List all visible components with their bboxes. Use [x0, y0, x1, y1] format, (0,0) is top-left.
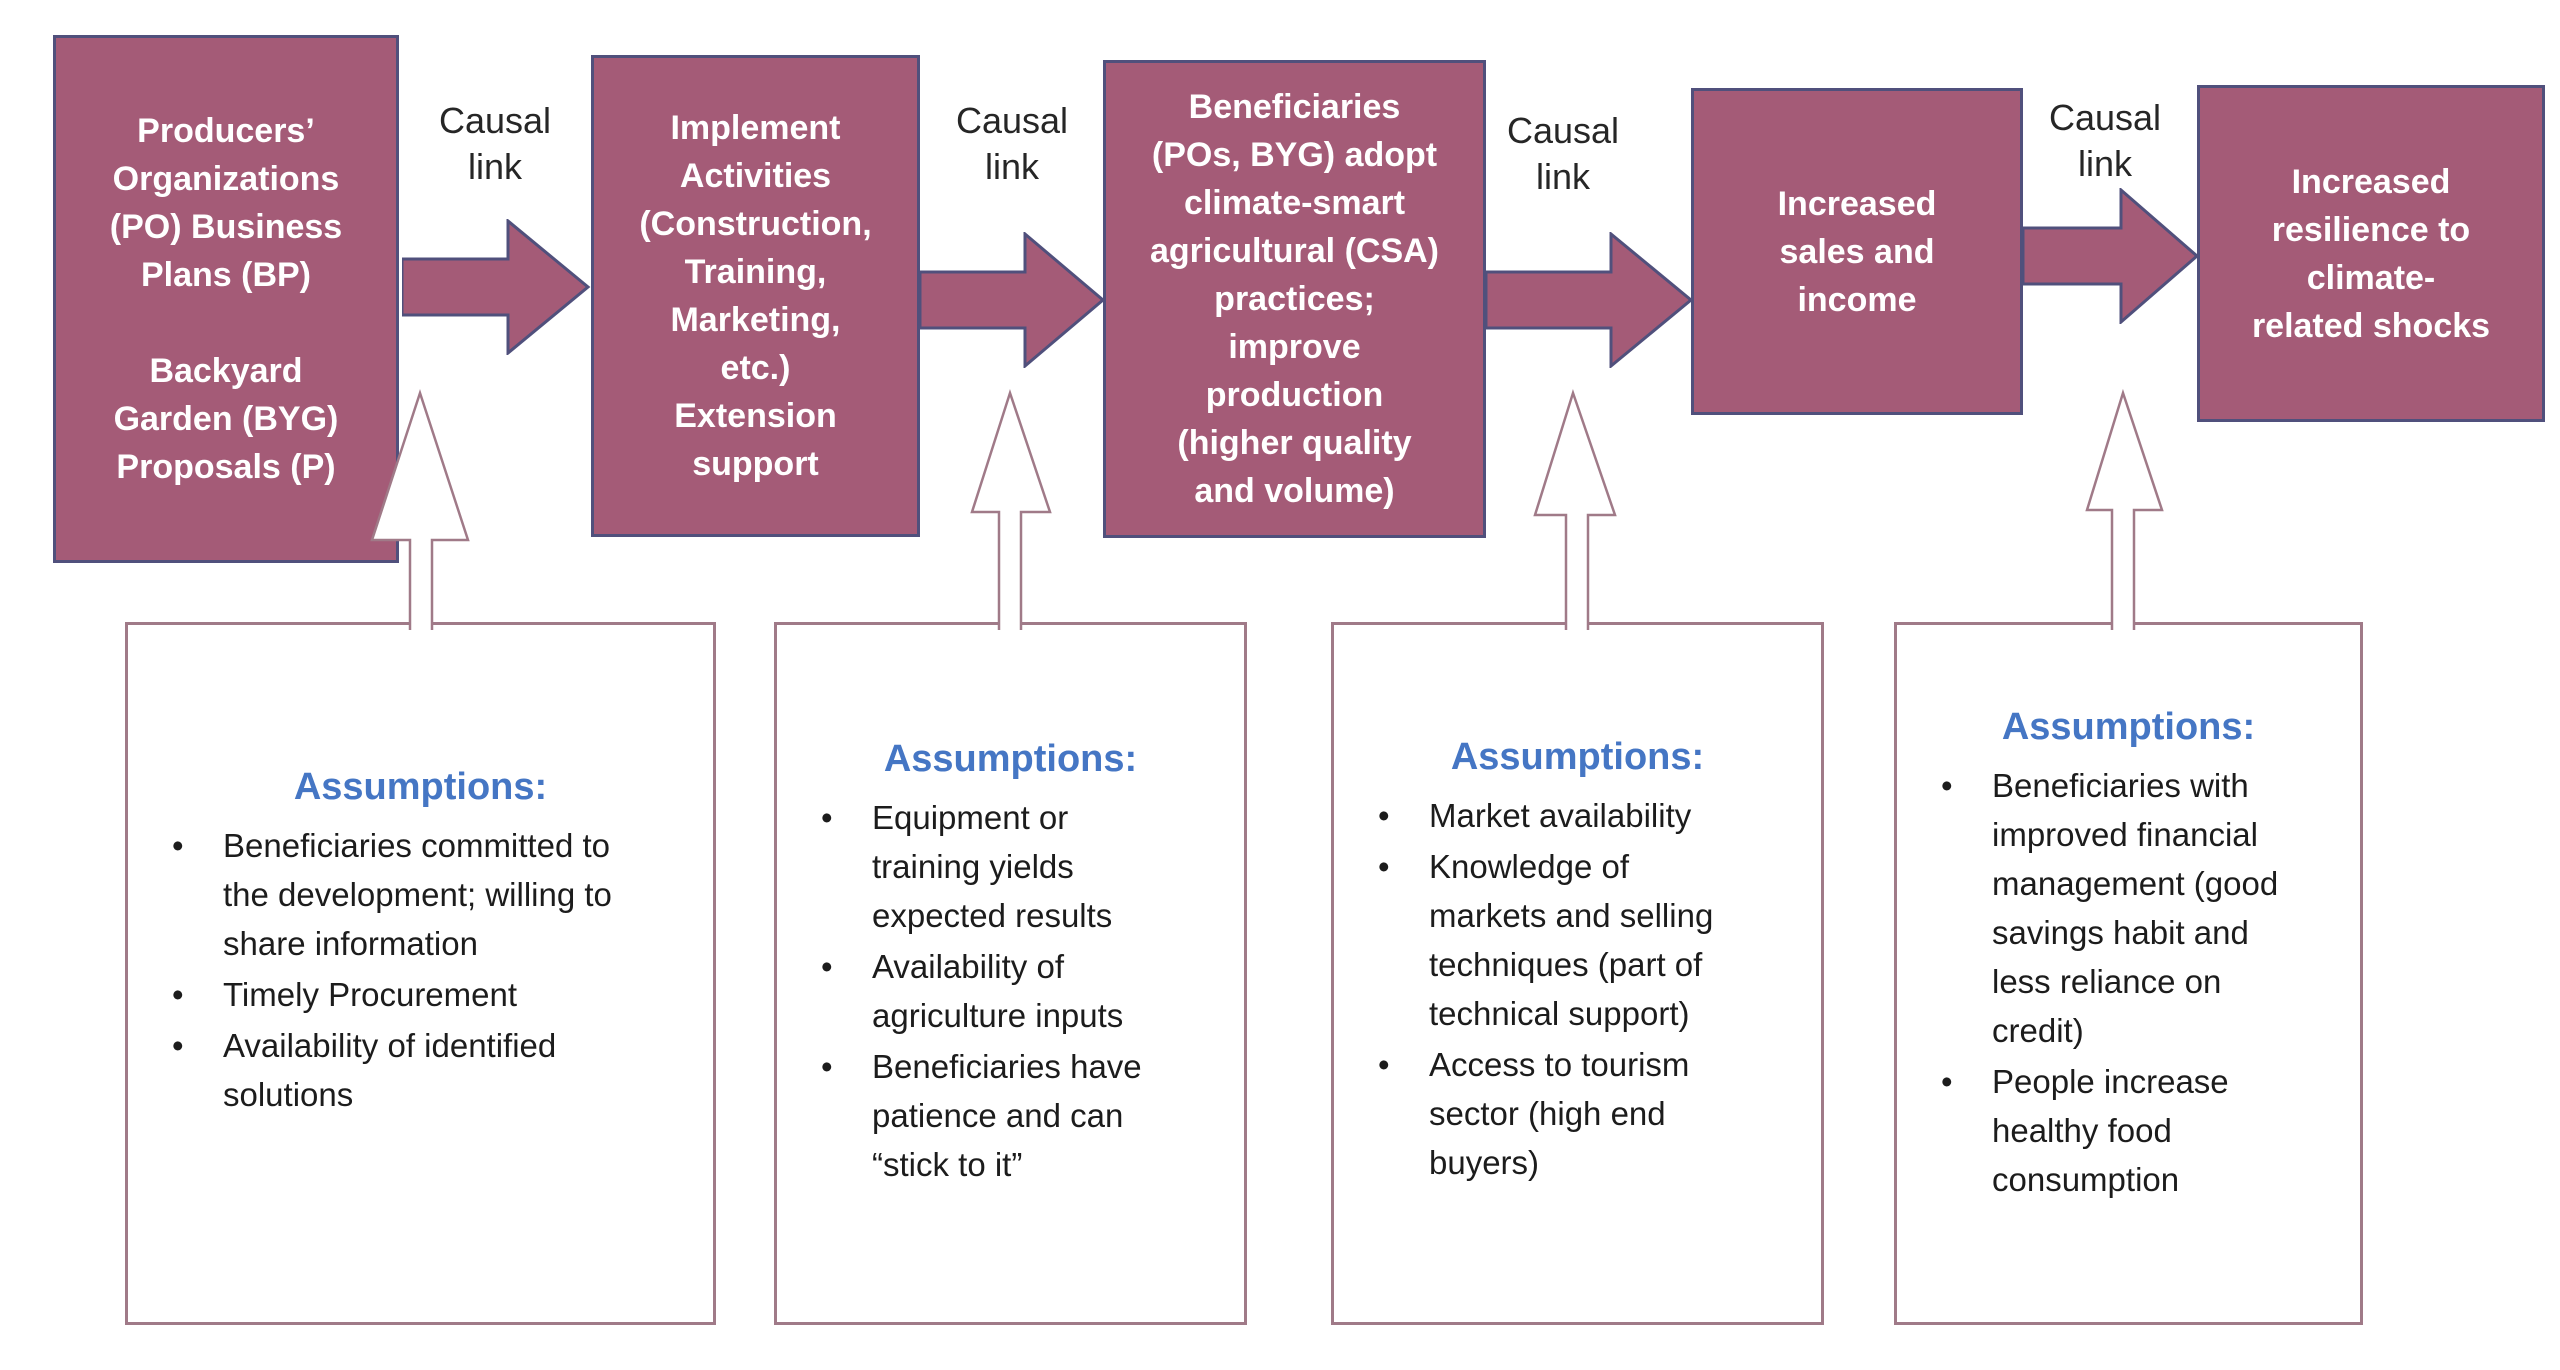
assumptions-heading: Assumptions:: [1450, 736, 1705, 778]
assumptions-heading: Assumptions:: [293, 766, 548, 808]
assumptions-list: Beneficiaries with improved financial ma…: [1897, 761, 2360, 1204]
causal-arrow-1: [402, 219, 591, 355]
causal-link-label-4: Causal link: [2048, 97, 2162, 184]
assumption-item: Access to tourism sector (high end buyer…: [1374, 1040, 1751, 1187]
assumptions-list: Market availabilityKnowledge of markets …: [1334, 791, 1821, 1187]
assumption-item: Knowledge of markets and selling techniq…: [1374, 842, 1751, 1038]
causal-arrow-3: [1486, 232, 1694, 368]
assumptions-box-3: Assumptions: Market availabilityKnowledg…: [1331, 622, 1824, 1325]
assumptions-box-2: Assumptions: Equipment or training yield…: [774, 622, 1247, 1325]
assumptions-list: Equipment or training yields expected re…: [777, 793, 1244, 1189]
causal-arrow-4: [2023, 188, 2200, 324]
assumptions-list: Beneficiaries committed to the developme…: [128, 821, 713, 1119]
causal-link-label-1: Causal link: [438, 100, 552, 187]
causal-arrow-2: [920, 232, 1106, 368]
assumption-item: Availability of agriculture inputs: [817, 942, 1149, 1040]
assumptions-box-4: Assumptions: Beneficiaries with improved…: [1894, 622, 2363, 1325]
assumptions-heading: Assumptions:: [2001, 706, 2256, 748]
assumption-item: Beneficiaries with improved financial ma…: [1937, 761, 2316, 1055]
outcome-box-increased-resilience: Increased resilience to climate- related…: [2197, 85, 2545, 422]
outcome-box-implement-activities: Implement Activities (Construction, Trai…: [591, 55, 920, 537]
assumption-item: People increase healthy food consumption: [1937, 1057, 2316, 1204]
assumption-up-arrow-3: [1533, 388, 1617, 630]
assumption-item: Beneficiaries have patience and can “sti…: [817, 1042, 1149, 1189]
assumptions-box-1: Assumptions: Beneficiaries committed to …: [125, 622, 716, 1325]
assumption-up-arrow-4: [2085, 388, 2164, 630]
assumption-item: Equipment or training yields expected re…: [817, 793, 1149, 940]
assumption-item: Beneficiaries committed to the developme…: [168, 821, 623, 968]
outcome-box-producers-organizations: Producers’ Organizations (PO) Business P…: [53, 35, 399, 563]
assumption-up-arrow-2: [970, 388, 1052, 630]
outcome-box-increased-sales-income: Increased sales and income: [1691, 88, 2023, 415]
assumption-item: Market availability: [1374, 791, 1751, 840]
outcome-box-beneficiaries-adopt-csa: Beneficiaries (POs, BYG) adopt climate-s…: [1103, 60, 1486, 538]
assumption-item: Timely Procurement: [168, 970, 623, 1019]
assumption-up-arrow-1: [370, 388, 470, 630]
causal-link-label-2: Causal link: [955, 100, 1069, 187]
assumption-item: Availability of identified solutions: [168, 1021, 623, 1119]
causal-link-label-3: Causal link: [1506, 110, 1620, 197]
assumptions-heading: Assumptions:: [883, 738, 1138, 780]
